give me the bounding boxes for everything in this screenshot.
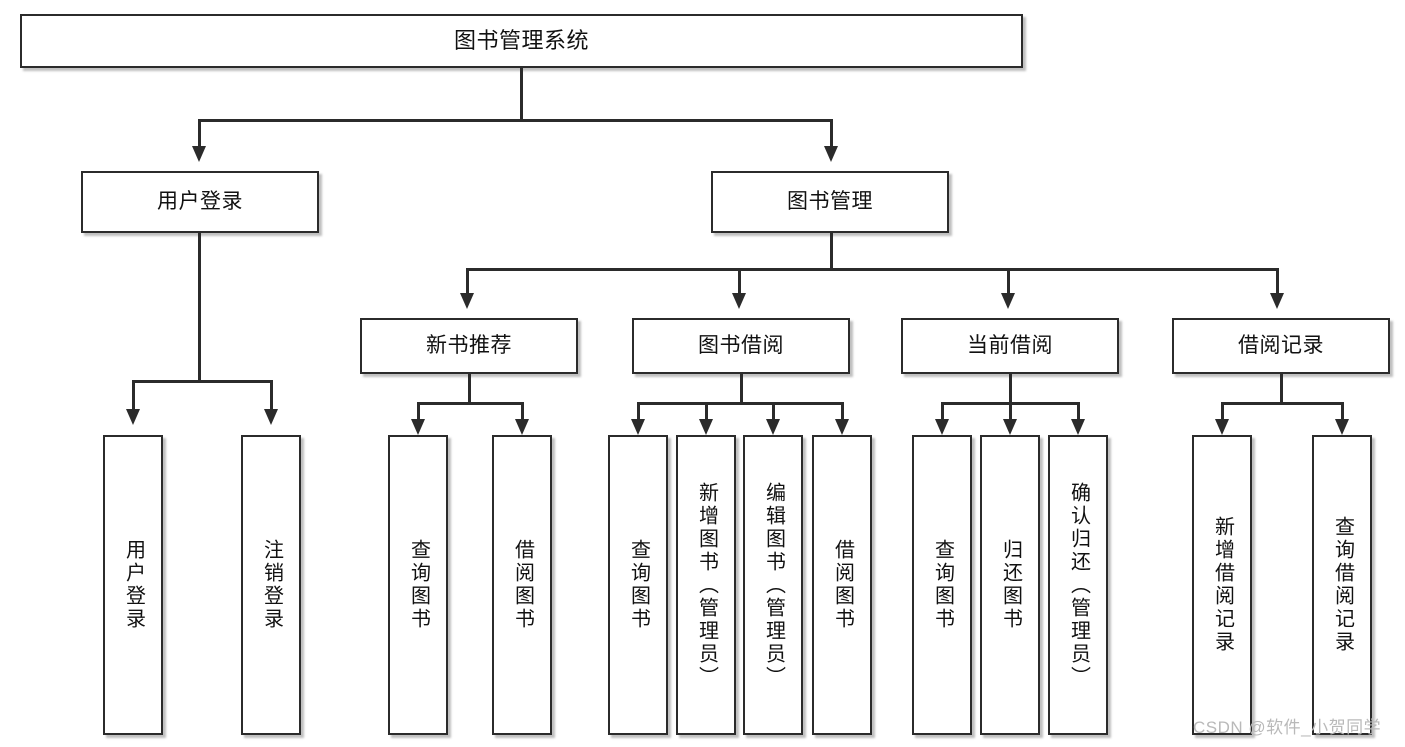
edge-book-borrow-to-leaf-0 [637,402,640,424]
edge-book-management-stem [830,233,833,270]
leaf-label: 编辑图书（管理员） [762,481,785,689]
leaf-label: 借阅图书 [511,539,534,631]
arrowhead-book-borrow-leaf-0 [631,419,645,435]
edge-user-login-stem [198,233,201,382]
leaf-current-borrow-confirm-return-admin[interactable]: 确认归还（管理员） [1048,435,1108,735]
arrowhead-book-borrow [732,293,746,309]
leaf-label: 新增借阅记录 [1211,516,1234,654]
edge-current-borrow-to-leaf-2 [1077,402,1080,424]
edge-borrow-record-bus [1221,402,1343,405]
edge-to-borrow-record [1276,268,1279,296]
edge-book-borrow-to-leaf-3 [841,402,844,424]
leaf-user-login-logout[interactable]: 注销登录 [241,435,301,735]
edge-root-stem [520,68,523,121]
arrowhead-new-book-recommend [460,293,474,309]
leaf-borrow-record-query-record[interactable]: 查询借阅记录 [1312,435,1372,735]
leaf-book-borrow-query-book[interactable]: 查询图书 [608,435,668,735]
node-label: 当前借阅 [967,334,1053,358]
edge-user-login-to-leaf-1 [270,380,273,412]
leaf-current-borrow-query-book[interactable]: 查询图书 [912,435,972,735]
node-label: 图书管理 [787,190,873,214]
leaf-label: 查询图书 [931,539,954,631]
node-user-login[interactable]: 用户登录 [81,171,319,233]
leaf-book-borrow-borrow-book[interactable]: 借阅图书 [812,435,872,735]
node-book-borrow[interactable]: 图书借阅 [632,318,850,374]
edge-current-borrow-stem [1009,374,1012,404]
edge-level3-bus [466,268,1277,271]
node-new-book-recommend[interactable]: 新书推荐 [360,318,578,374]
edge-user-login-bus [132,380,272,383]
leaf-new-book-recommend-borrow-book[interactable]: 借阅图书 [492,435,552,735]
leaf-book-borrow-edit-book-admin[interactable]: 编辑图书（管理员） [743,435,803,735]
leaf-label: 借阅图书 [831,539,854,631]
arrowhead-book-borrow-leaf-3 [835,419,849,435]
edge-root-to-user-login [198,119,201,149]
arrowhead-borrow-record [1270,293,1284,309]
edge-book-borrow-stem [740,374,743,404]
arrowhead-current-borrow-leaf-2 [1071,419,1085,435]
node-root-book-management-system[interactable]: 图书管理系统 [20,14,1023,68]
arrowhead-borrow-record-leaf-1 [1335,419,1349,435]
leaf-label: 归还图书 [999,539,1022,631]
leaf-user-login-login[interactable]: 用户登录 [103,435,163,735]
leaf-label: 注销登录 [260,539,283,631]
csdn-watermark: CSDN @软件_小贺同学 [1193,718,1382,737]
edge-borrow-record-to-leaf-0 [1221,402,1224,424]
edge-root-bus [198,119,832,122]
arrowhead-user-login-leaf-1 [264,409,278,425]
leaf-label: 用户登录 [122,539,145,631]
arrowhead-current-borrow [1001,293,1015,309]
node-current-borrow[interactable]: 当前借阅 [901,318,1119,374]
node-label: 新书推荐 [426,334,512,358]
edge-borrow-record-to-leaf-1 [1341,402,1344,424]
arrowhead-new-book-recommend-leaf-1 [515,419,529,435]
edge-book-borrow-to-leaf-2 [772,402,775,424]
edge-current-borrow-to-leaf-1 [1009,402,1012,424]
arrowhead-book-borrow-leaf-2 [766,419,780,435]
node-label: 借阅记录 [1238,334,1324,358]
arrowhead-user-login [192,146,206,162]
node-label: 用户登录 [157,190,243,214]
arrowhead-current-borrow-leaf-0 [935,419,949,435]
edge-new-book-recommend-to-leaf-1 [521,402,524,424]
edge-current-borrow-to-leaf-0 [941,402,944,424]
arrowhead-user-login-leaf-0 [126,409,140,425]
leaf-label: 查询借阅记录 [1331,516,1354,654]
leaf-new-book-recommend-query-book[interactable]: 查询图书 [388,435,448,735]
edge-to-current-borrow [1007,268,1010,296]
node-borrow-record[interactable]: 借阅记录 [1172,318,1390,374]
edge-root-to-book-management [830,119,833,149]
edge-new-book-recommend-stem [468,374,471,404]
edge-new-book-recommend-bus [417,402,523,405]
arrowhead-new-book-recommend-leaf-0 [411,419,425,435]
edge-book-borrow-bus [637,402,843,405]
leaf-current-borrow-return-book[interactable]: 归还图书 [980,435,1040,735]
arrowhead-current-borrow-leaf-1 [1003,419,1017,435]
edge-borrow-record-stem [1280,374,1283,404]
arrowhead-borrow-record-leaf-0 [1215,419,1229,435]
arrowhead-book-management [824,146,838,162]
leaf-label: 确认归还（管理员） [1067,481,1090,689]
node-book-management[interactable]: 图书管理 [711,171,949,233]
edge-book-borrow-to-leaf-1 [705,402,708,424]
edge-to-book-borrow [738,268,741,296]
node-label: 图书管理系统 [453,27,589,53]
leaf-label: 查询图书 [627,539,650,631]
leaf-borrow-record-add-record[interactable]: 新增借阅记录 [1192,435,1252,735]
leaf-label: 查询图书 [407,539,430,631]
leaf-book-borrow-add-book-admin[interactable]: 新增图书（管理员） [676,435,736,735]
arrowhead-book-borrow-leaf-1 [699,419,713,435]
node-label: 图书借阅 [698,334,784,358]
leaf-label: 新增图书（管理员） [695,481,718,689]
edge-user-login-to-leaf-0 [132,380,135,412]
edge-to-new-book-recommend [466,268,469,296]
edge-new-book-recommend-to-leaf-0 [417,402,420,424]
